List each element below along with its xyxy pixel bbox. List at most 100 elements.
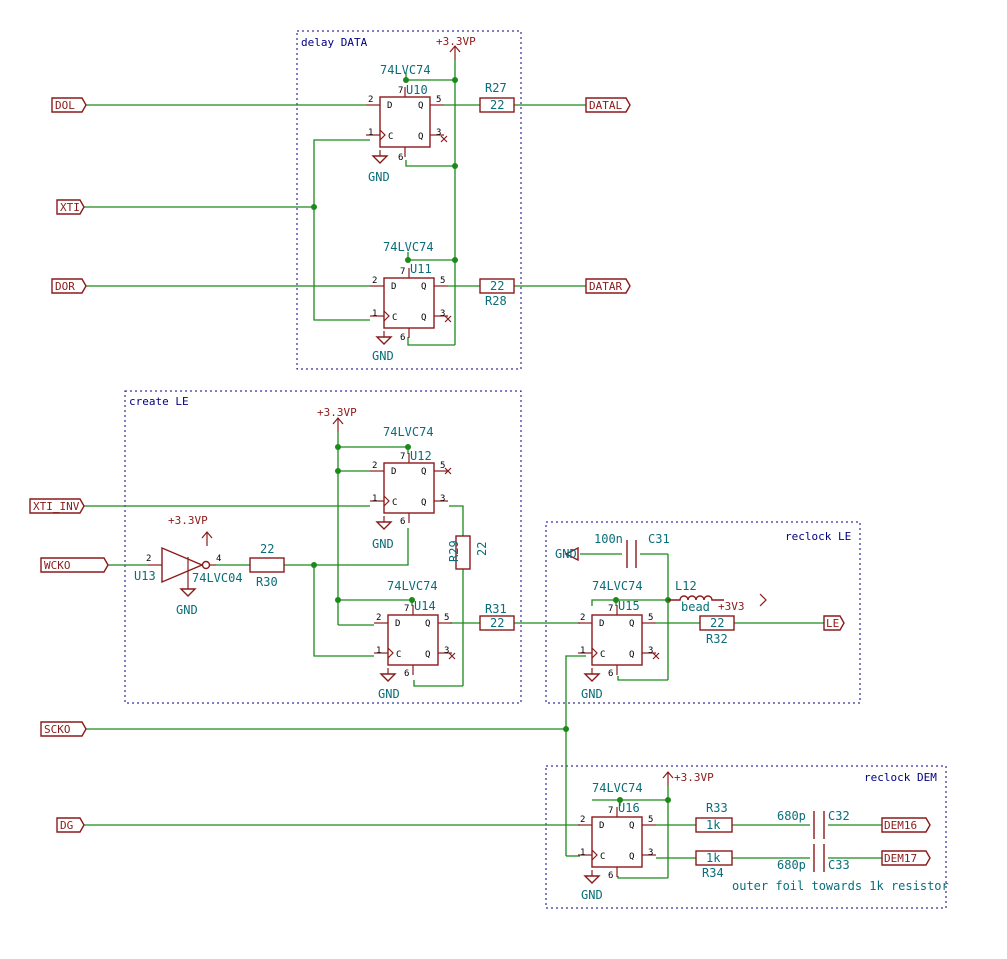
svg-text:C33: C33 — [828, 858, 850, 872]
svg-text:5: 5 — [436, 95, 441, 105]
svg-text:D: D — [391, 467, 396, 477]
port-datar: DATAR — [585, 278, 631, 294]
svg-text:bead: bead — [681, 600, 710, 614]
svg-text:1k: 1k — [706, 851, 721, 865]
svg-text:GND: GND — [581, 687, 603, 701]
power-symbols: +3.3VP +3.3VP +3.3VP +3.3VP +3V3 GND GND… — [168, 35, 745, 902]
u12-value: 74LVC74 — [383, 425, 434, 439]
svg-text:680p: 680p — [777, 858, 806, 872]
svg-text:2: 2 — [372, 276, 377, 286]
svg-text:5: 5 — [440, 461, 445, 471]
svg-text:D: D — [391, 282, 396, 292]
u15-value: 74LVC74 — [592, 579, 643, 593]
svg-text:1: 1 — [376, 646, 381, 656]
svg-text:C31: C31 — [648, 532, 670, 546]
svg-text:22: 22 — [490, 98, 504, 112]
svg-text:7: 7 — [400, 452, 405, 462]
port-dem16: DEM16 — [881, 817, 931, 833]
resistors: 22 R27 22 R28 R29 22 22 R30 22 R31 22 R3… — [249, 81, 735, 880]
flip-flop-u16: 74LVC74 U16 D Q C Q 2 1 5 3 7 6 — [577, 781, 657, 881]
svg-text:L12: L12 — [675, 579, 697, 593]
svg-text:Q: Q — [629, 619, 634, 629]
svg-text:R34: R34 — [702, 866, 724, 880]
svg-text:C: C — [392, 498, 397, 508]
svg-text:GND: GND — [581, 888, 603, 902]
svg-text:+3.3VP: +3.3VP — [317, 406, 357, 419]
svg-text:5: 5 — [444, 613, 449, 623]
svg-text:Q: Q — [418, 101, 423, 111]
svg-text:Q: Q — [421, 498, 426, 508]
svg-text:GND: GND — [378, 687, 400, 701]
svg-text:C: C — [396, 650, 401, 660]
flip-flop-u12: 74LVC74 U12 D Q C Q 2 1 5 3 7 6 — [369, 425, 449, 527]
svg-text:SCKO: SCKO — [44, 723, 71, 736]
svg-text:3: 3 — [648, 646, 653, 656]
svg-text:Q: Q — [629, 821, 634, 831]
svg-text:R31: R31 — [485, 602, 507, 616]
port-scko: SCKO — [40, 721, 87, 737]
svg-text:LE: LE — [826, 617, 839, 630]
svg-text:D: D — [599, 619, 604, 629]
svg-text:3: 3 — [440, 494, 445, 504]
port-wcko: WCKO — [40, 557, 109, 573]
svg-text:1k: 1k — [706, 818, 721, 832]
svg-text:GND: GND — [555, 547, 577, 561]
port-datal: DATAL — [585, 97, 631, 113]
svg-text:22: 22 — [490, 616, 504, 630]
box-delay-data — [296, 30, 522, 370]
svg-text:DEM17: DEM17 — [884, 852, 917, 865]
u13-value: 74LVC04 — [192, 571, 243, 585]
svg-text:WCKO: WCKO — [44, 559, 71, 572]
svg-text:Q: Q — [421, 313, 426, 323]
port-xti-inv: XTI_INV — [29, 498, 85, 514]
svg-text:R28: R28 — [485, 294, 507, 308]
svg-text:GND: GND — [176, 603, 198, 617]
u12-ref: U12 — [410, 449, 432, 463]
svg-text:R27: R27 — [485, 81, 507, 95]
u14-ref: U14 — [414, 599, 436, 613]
svg-text:1: 1 — [580, 848, 585, 858]
svg-text:2: 2 — [580, 613, 585, 623]
svg-text:2: 2 — [368, 95, 373, 105]
svg-text:100n: 100n — [594, 532, 623, 546]
svg-text:+3V3: +3V3 — [718, 600, 745, 613]
port-xti: XTI — [56, 199, 85, 215]
box-reclock-le — [545, 521, 861, 704]
svg-text:1: 1 — [368, 128, 373, 138]
svg-text:7: 7 — [398, 86, 403, 96]
u13-ref: U13 — [134, 569, 156, 583]
svg-text:1: 1 — [372, 309, 377, 319]
svg-text:DOL: DOL — [55, 99, 75, 112]
svg-text:D: D — [599, 821, 604, 831]
u10-ref: U10 — [406, 83, 428, 97]
svg-text:3: 3 — [436, 128, 441, 138]
flip-flop-u11: 74LVC74 U11 D Q C Q 2 1 5 3 7 6 — [369, 240, 449, 343]
svg-text:5: 5 — [440, 276, 445, 286]
svg-text:7: 7 — [404, 604, 409, 614]
svg-text:XTI: XTI — [60, 201, 80, 214]
svg-text:6: 6 — [404, 669, 409, 679]
port-dg: DG — [56, 817, 85, 833]
svg-text:6: 6 — [608, 871, 613, 881]
svg-text:2: 2 — [580, 815, 585, 825]
box-reclock-dem-title: reclock DEM — [864, 771, 937, 784]
u15-ref: U15 — [618, 599, 640, 613]
inverter-u13: 2 4 U13 74LVC04 — [134, 546, 243, 585]
svg-text:GND: GND — [368, 170, 390, 184]
svg-text:DG: DG — [60, 819, 73, 832]
svg-text:XTI_INV: XTI_INV — [33, 500, 80, 513]
u14-value: 74LVC74 — [387, 579, 438, 593]
capacitors: 100n C31 680p C32 680p C33 — [594, 532, 850, 872]
wires — [84, 60, 882, 879]
svg-text:2: 2 — [372, 461, 377, 471]
svg-text:5: 5 — [648, 815, 653, 825]
port-dor: DOR — [51, 278, 87, 294]
svg-text:GND: GND — [372, 537, 394, 551]
svg-text:22: 22 — [260, 542, 274, 556]
svg-text:Q: Q — [629, 852, 634, 862]
svg-text:C: C — [388, 132, 393, 142]
svg-text:22: 22 — [710, 616, 724, 630]
box-reclock-dem — [545, 765, 947, 909]
box-create-le — [124, 390, 522, 704]
